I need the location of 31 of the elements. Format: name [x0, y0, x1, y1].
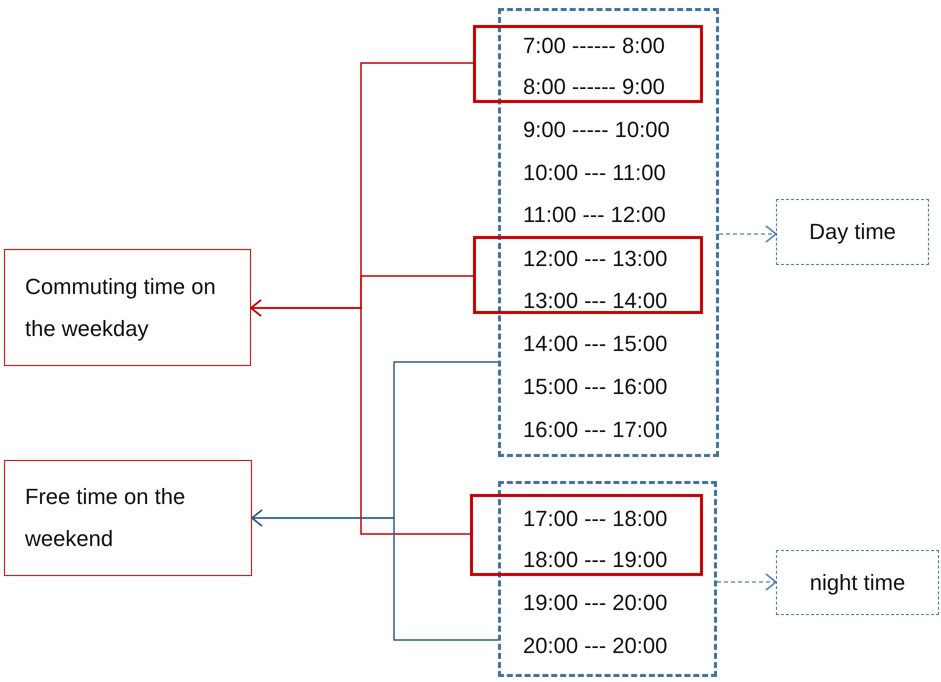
dashed-group-box	[498, 8, 719, 457]
time-range-text: 8:00 ------ 9:00	[523, 73, 665, 101]
label-box	[776, 199, 929, 265]
time-range-text: 20:00 --- 20:00	[523, 632, 668, 660]
category-box	[4, 249, 251, 366]
time-range-text: 15:00 --- 16:00	[523, 373, 668, 401]
connector-arrow	[719, 225, 777, 243]
time-range-text: 11:00 --- 12:00	[523, 201, 666, 229]
time-range-text: 12:00 --- 13:00	[523, 245, 668, 273]
highlight-box	[473, 25, 703, 103]
time-range-text: 19:00 --- 20:00	[523, 589, 668, 617]
highlight-box	[470, 494, 703, 576]
time-range-text: 13:00 --- 14:00	[523, 287, 668, 315]
time-range-text: 7:00 ------ 8:00	[523, 32, 665, 60]
label-text: night time	[810, 568, 906, 597]
label-box	[776, 550, 939, 615]
time-range-text: 17:00 --- 18:00	[523, 505, 668, 533]
time-range-text: 16:00 --- 17:00	[523, 416, 668, 444]
category-box	[4, 460, 252, 576]
category-text: Free time on the weekend	[25, 483, 186, 553]
connector-arrow	[251, 509, 498, 641]
connector-arrow	[250, 299, 470, 535]
highlight-box	[473, 236, 703, 314]
category-text: Commuting time on the weekday	[25, 272, 217, 343]
time-range-text: 14:00 --- 15:00	[523, 330, 668, 358]
time-range-text: 9:00 ----- 10:00	[523, 116, 670, 144]
time-range-text: 18:00 --- 19:00	[523, 546, 668, 574]
time-range-text: 10:00 --- 11:00	[523, 159, 666, 187]
dashed-group-box	[498, 481, 717, 677]
connector-arrow	[717, 573, 777, 591]
label-text: Day time	[809, 218, 896, 246]
